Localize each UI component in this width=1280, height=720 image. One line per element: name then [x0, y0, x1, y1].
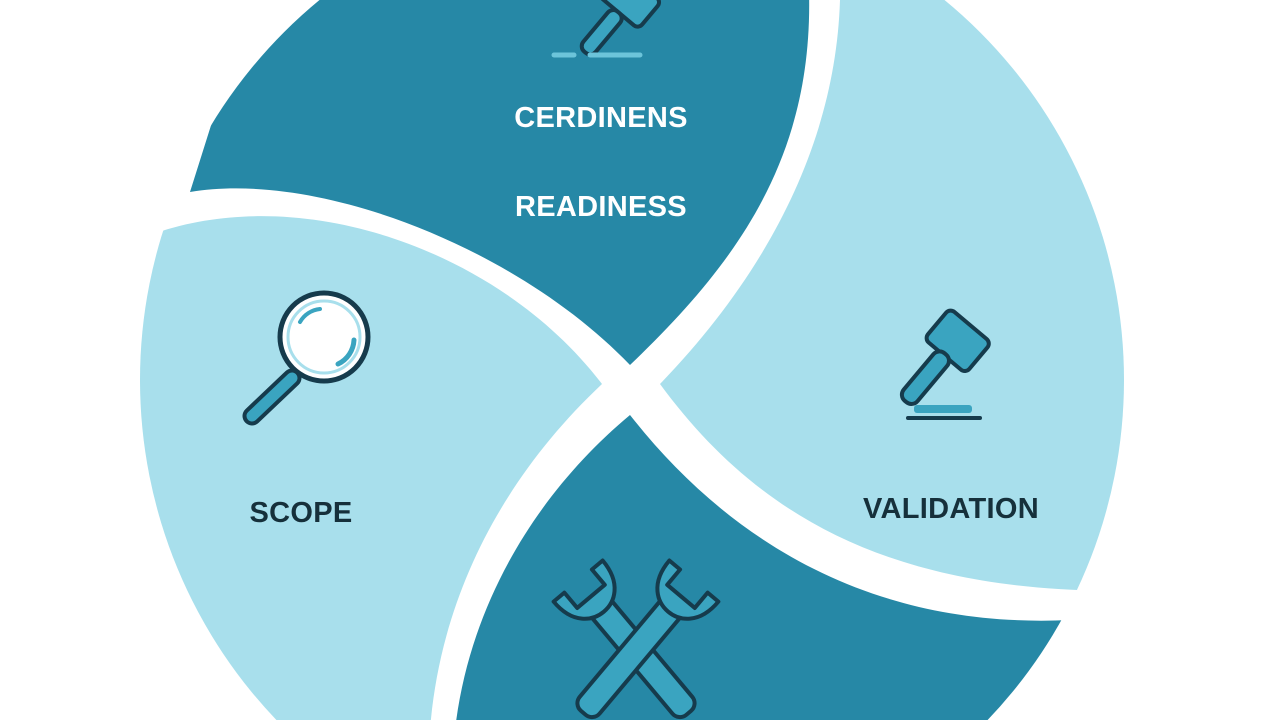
segment-left-scope — [140, 216, 602, 720]
gavel-icon — [899, 308, 991, 420]
magnifying-glass-icon — [242, 290, 371, 426]
gavel-icon — [551, 0, 662, 58]
segment-right-validation — [660, 0, 1124, 591]
segment-left-label: SCOPE — [249, 497, 352, 529]
segment-bottom-repair — [455, 415, 1070, 720]
segment-top-label-1: CERDINENS — [514, 102, 688, 134]
segment-right-label: VALIDATION — [863, 493, 1039, 525]
segment-top-label-2: READINESS — [515, 191, 687, 223]
wrench-cross-icon — [551, 558, 721, 720]
segment-top-readiness — [190, 0, 810, 365]
